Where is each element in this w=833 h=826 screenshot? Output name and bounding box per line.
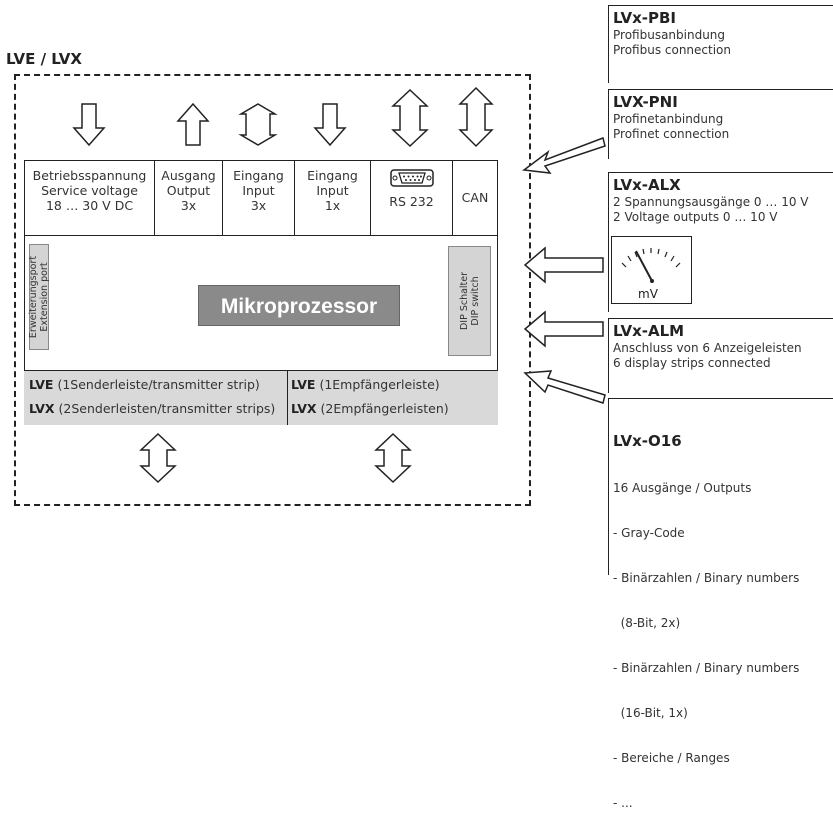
power-voltage: 18 … 30 V DC — [45, 198, 134, 213]
module-alm-title: LVx-ALM — [613, 322, 685, 340]
serial-port-icon — [389, 169, 434, 187]
module-arrow-3 — [523, 310, 604, 348]
module-pni-title: LVX-PNI — [613, 93, 678, 111]
input-1x-cell: Eingang Input 1x — [295, 161, 371, 235]
gauge-unit: mV — [638, 287, 659, 301]
rs232-arrow — [391, 88, 429, 148]
output-cell: Ausgang Output 3x — [155, 161, 223, 235]
microprocessor: Mikroprozessor — [198, 285, 400, 326]
diagram-title: LVE / LVX — [6, 50, 82, 68]
extension-port-label: Erweiterungsport Extension port — [28, 256, 50, 338]
output-label-en: Output — [166, 183, 211, 198]
device-outline — [14, 74, 531, 506]
power-cell: Betriebsspannung Service voltage 18 … 30… — [25, 161, 155, 235]
input-1x-label-en: Input — [316, 183, 349, 198]
module-pbi-line: Profibusanbindung — [613, 28, 726, 42]
receiver-arrow — [374, 432, 412, 484]
module-o16-line: - Binärzahlen / Binary numbers — [613, 661, 800, 675]
voltmeter-gauge: mV — [611, 236, 692, 304]
dip-switch-en: DIP switch — [469, 276, 481, 326]
power-label-en: Service voltage — [41, 183, 138, 198]
module-pbi-title: LVx-PBI — [613, 9, 677, 27]
module-o16-line: - Binärzahlen / Binary numbers — [613, 571, 800, 585]
can-arrow — [458, 86, 494, 148]
input-3x-label-en: Input — [242, 183, 275, 198]
module-arrow-2 — [523, 246, 604, 284]
module-arrow-1 — [522, 136, 606, 174]
input-3x-label-de: Eingang — [233, 168, 284, 183]
rs232-label: RS 232 — [389, 194, 434, 209]
module-alx: LVx-ALX 2 Spannungsausgänge 0 … 10 V 2 V… — [608, 172, 833, 312]
module-o16-line: 16 Ausgänge / Outputs — [613, 481, 752, 495]
lvx-receiver-row: LVX (2Empfängerleisten) — [291, 401, 449, 416]
connection-arrows — [72, 86, 606, 484]
module-pni-line: Profinet connection — [613, 127, 730, 141]
can-cell: CAN — [453, 161, 498, 235]
input-1x-label-de: Eingang — [307, 168, 358, 183]
module-alm-line: Anschluss von 6 Anzeigeleisten — [613, 341, 802, 355]
module-pbi-line: Profibus connection — [613, 43, 732, 57]
lvx-transmitter-row: LVX (2Senderleisten/transmitter strips) — [29, 401, 276, 416]
input-3x-count: 3x — [250, 198, 267, 213]
input-1x-count: 1x — [324, 198, 341, 213]
voltmeter-icon: mV — [621, 248, 681, 301]
module-o16-line: (8-Bit, 2x) — [613, 616, 681, 630]
rs232-cell: RS 232 — [371, 161, 453, 235]
input-3x-arrow — [238, 103, 278, 146]
dip-switch-de: DIP Schalter — [458, 271, 470, 331]
module-alm: LVx-ALM Anschluss von 6 Anzeigeleisten 6… — [608, 318, 833, 393]
module-o16-line: - Bereiche / Ranges — [613, 751, 730, 765]
module-arrow-4 — [523, 370, 606, 404]
lve-receiver-row: LVE (1Empfängerleiste) — [291, 377, 440, 392]
module-pbi: LVx-PBI Profibusanbindung Profibus conne… — [608, 5, 833, 83]
extension-port-de: Erweiterungsport — [28, 255, 39, 339]
extension-port-box: Erweiterungsport Extension port — [28, 244, 50, 350]
dip-switch-label: DIP Schalter DIP switch — [459, 272, 481, 330]
input-3x-cell: Eingang Input 3x — [223, 161, 295, 235]
strip-panel: LVE (1Senderleiste/transmitter strip) LV… — [24, 370, 498, 425]
module-o16-title: LVx-O16 — [613, 432, 682, 450]
module-o16: LVx-O16 16 Ausgänge / Outputs - Gray-Cod… — [608, 398, 833, 810]
module-pni-line: Profinetanbindung — [613, 112, 724, 126]
output-label-de: Ausgang — [161, 168, 216, 183]
module-o16-line: (16-Bit, 1x) — [613, 706, 688, 720]
module-o16-line: - ... — [613, 796, 633, 810]
extension-port-en: Extension port — [39, 262, 50, 332]
lve-transmitter-row: LVE (1Senderleiste/transmitter strip) — [29, 377, 260, 392]
strip-divider — [287, 371, 288, 425]
power-label-de: Betriebsspannung — [32, 168, 147, 183]
module-o16-line: - Gray-Code — [613, 526, 685, 540]
output-arrow — [176, 102, 210, 146]
output-count: 3x — [180, 198, 197, 213]
module-alx-title: LVx-ALX — [613, 176, 681, 194]
module-alm-line: 6 display strips connected — [613, 356, 771, 370]
dip-switch-box: DIP Schalter DIP switch — [448, 246, 491, 356]
divider — [25, 235, 497, 236]
module-pni: LVX-PNI Profinetanbindung Profinet conne… — [608, 89, 833, 159]
module-alx-line: 2 Voltage outputs 0 … 10 V — [613, 210, 778, 224]
transmitter-arrow — [139, 432, 177, 484]
module-alx-line: 2 Spannungsausgänge 0 … 10 V — [613, 195, 809, 209]
power-input-arrow — [72, 103, 106, 147]
can-label: CAN — [461, 190, 489, 205]
input-1x-arrow — [313, 103, 347, 147]
